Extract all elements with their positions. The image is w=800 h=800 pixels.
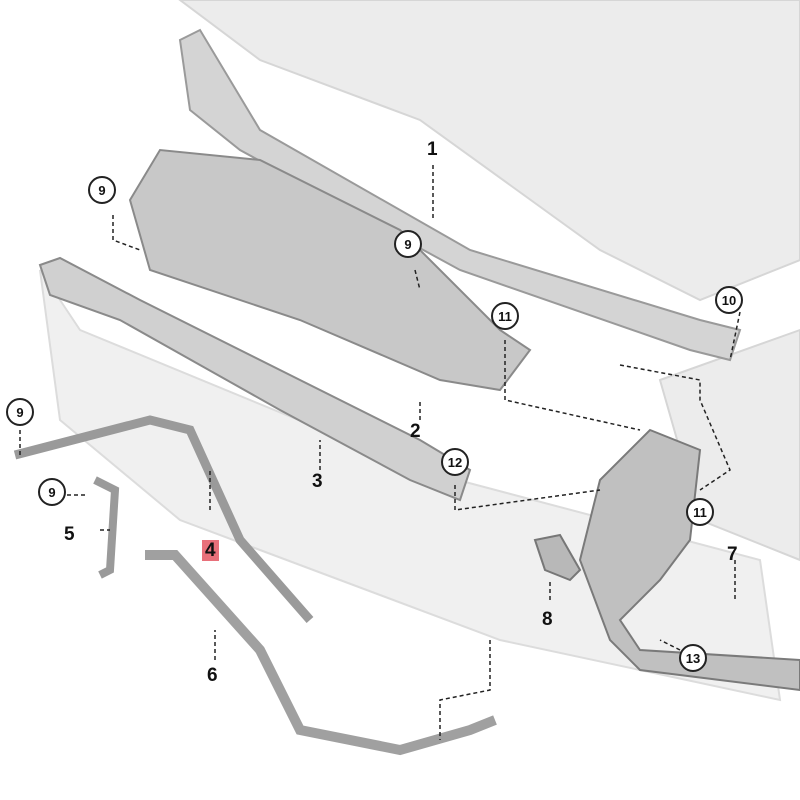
fastener-label-9: 9: [88, 176, 116, 204]
part-2-cover-plate: [128, 148, 532, 392]
part-label-8: 8: [542, 609, 553, 630]
fastener-label-12: 12: [441, 448, 469, 476]
part-4-strut: [13, 415, 314, 623]
part-label-5: 5: [64, 524, 75, 545]
fastener-label-10: 10: [715, 286, 743, 314]
fastener-label-13: 13: [679, 644, 707, 672]
part-1-upper-crossmember: [178, 28, 742, 362]
part-6-strut: [145, 550, 497, 756]
fastener-label-11: 11: [686, 498, 714, 526]
fastener-label-9: 9: [38, 478, 66, 506]
part-7-side-bracket: [578, 428, 800, 692]
part-label-7: 7: [727, 544, 738, 565]
part-label-6: 6: [207, 665, 218, 686]
part-label-4-highlighted: 4: [202, 540, 219, 561]
part-8-clip: [533, 533, 582, 582]
fastener-label-9: 9: [394, 230, 422, 258]
leader-lines: [19, 165, 741, 740]
part-3-lower-crossmember: [38, 256, 472, 502]
part-label-1: 1: [427, 139, 438, 160]
fastener-label-11: 11: [491, 302, 519, 330]
part-label-2: 2: [410, 421, 421, 442]
part-5-bracket: [93, 476, 120, 579]
fastener-label-9: 9: [6, 398, 34, 426]
part-label-3: 3: [312, 471, 323, 492]
